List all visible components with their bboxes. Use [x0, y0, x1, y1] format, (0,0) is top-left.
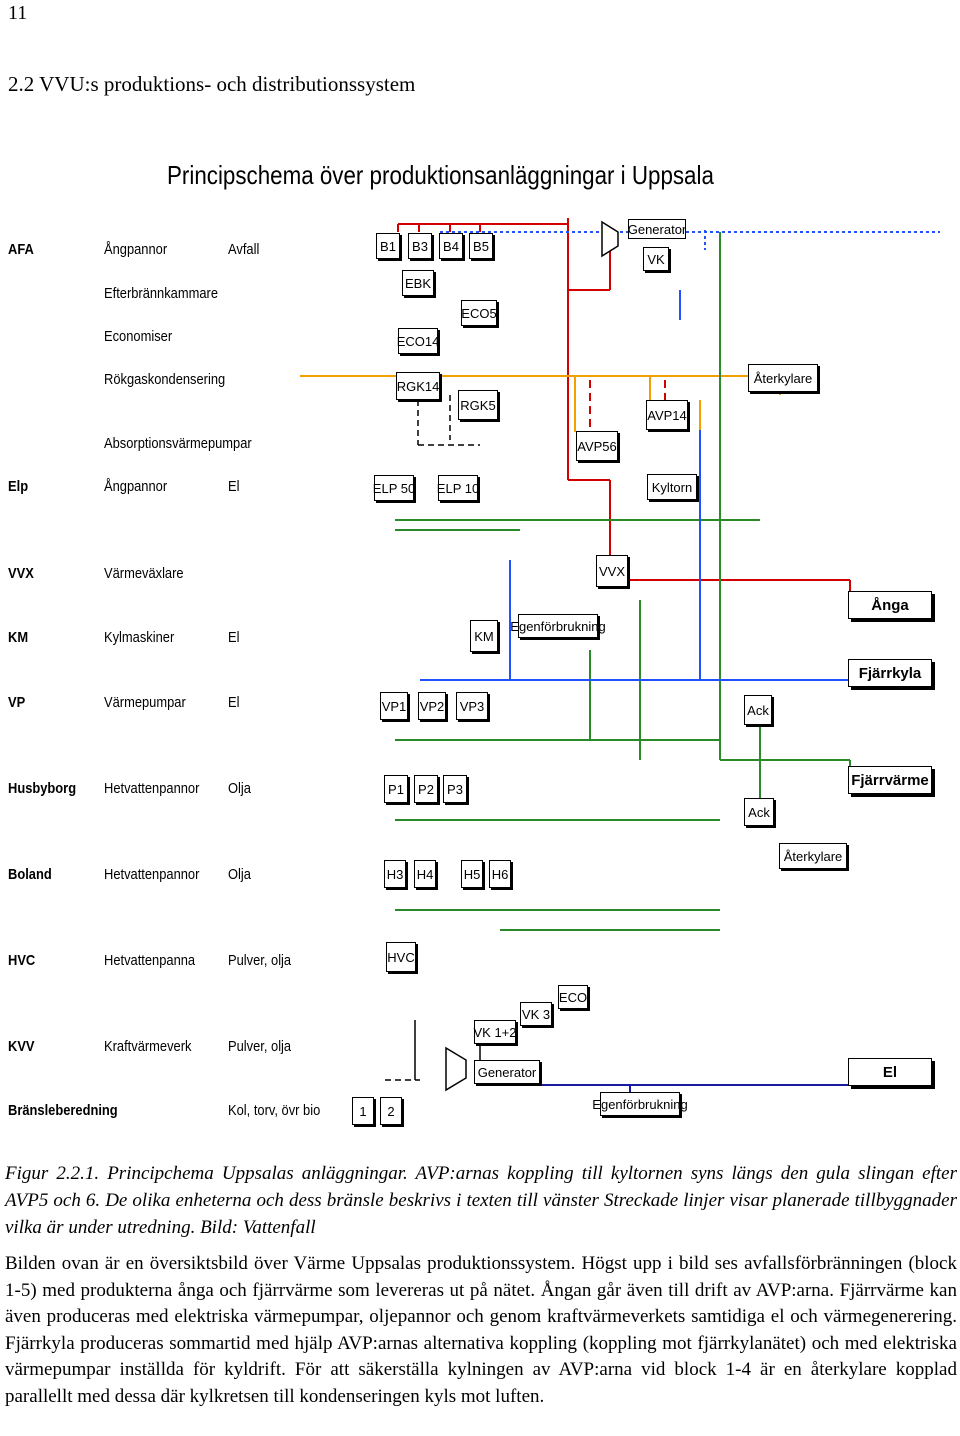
unit-hvc: HVC	[386, 942, 416, 972]
unit-vp3: VP3	[456, 692, 488, 720]
diagram-title: Principschema över produktionsanläggning…	[167, 160, 714, 190]
unit-egenforbrukning-mid: Egenförbrukning	[510, 614, 606, 638]
unit-ack-vp: Ack	[744, 695, 772, 725]
unit-b4: B4	[439, 233, 463, 259]
row-label-husbyborg: Husbyborg	[8, 780, 77, 797]
row-label-bransleberedning: Bränsleberedning	[8, 1102, 118, 1119]
unit-avp14: AVP14	[646, 400, 688, 430]
row-fuel-boland: Olja	[228, 866, 251, 883]
unit-b3: B3	[408, 233, 432, 259]
figure-caption: Figur 2.2.1. Principchema Uppsalas anläg…	[5, 1163, 957, 1238]
row-fuel-elp: El	[228, 478, 240, 495]
output-fjarrkyla: Fjärrkyla	[848, 659, 932, 687]
row-label-hvc: HVC	[8, 952, 36, 969]
unit-p1: P1	[384, 775, 408, 803]
unit-km: KM	[470, 620, 498, 652]
output-el: El	[848, 1058, 932, 1086]
row-label-vvx: VVX	[8, 565, 34, 582]
unit-h3: H3	[384, 860, 406, 888]
row-desc-vvx: Värmeväxlare	[104, 565, 184, 582]
row-label-afa: AFA	[8, 241, 34, 258]
row-label-kvv: KVV	[8, 1038, 35, 1055]
output-anga: Ånga	[848, 591, 932, 619]
unit-ebk: EBK	[402, 270, 434, 296]
row-desc-absorptionsvarmepumpar: Absorptionsvärmepumpar	[104, 435, 252, 452]
unit-vp2: VP2	[418, 692, 446, 720]
turbine-kvv-icon	[445, 1046, 467, 1092]
page-number: 11	[8, 2, 28, 24]
unit-vk: VK	[643, 247, 669, 271]
row-fuel-km: El	[228, 629, 240, 646]
unit-ack-husbyborg: Ack	[744, 798, 774, 826]
row-desc-hvc: Hetvattenpanna	[104, 952, 196, 969]
row-desc-elp: Ångpannor	[104, 478, 168, 495]
turbine-top-icon	[601, 220, 619, 258]
unit-vk3: VK 3	[520, 1002, 552, 1026]
row-desc-efterbrannkammare: Efterbrännkammare	[104, 285, 219, 302]
unit-vvx: VVX	[596, 555, 628, 587]
row-fuel-vp: El	[228, 694, 240, 711]
unit-eco14: ECO14	[397, 328, 439, 354]
unit-elp50: ELP 50	[373, 475, 415, 501]
unit-vk12: VK 1+2	[474, 1020, 517, 1044]
row-fuel-afa: Avfall	[228, 241, 260, 258]
unit-h4: H4	[414, 860, 436, 888]
row-desc-economiser: Economiser	[104, 328, 173, 345]
output-fjarrvarme: Fjärrvärme	[848, 766, 932, 794]
unit-kyltorn: Kyltorn	[647, 474, 697, 500]
unit-h5: H5	[461, 860, 483, 888]
section-title: 2.2 VVU:s produktions- och distributions…	[8, 72, 416, 96]
row-desc-afa: Ångpannor	[104, 241, 168, 258]
unit-b5: B5	[469, 233, 493, 259]
row-desc-km: Kylmaskiner	[104, 629, 175, 646]
unit-avp56: AVP56	[576, 431, 618, 461]
row-fuel-hvc: Pulver, olja	[228, 952, 292, 969]
unit-1: 1	[352, 1097, 374, 1125]
row-fuel-bransleberedning: Kol, torv, övr bio	[228, 1102, 321, 1119]
unit-generator-top: Generator	[628, 219, 686, 239]
unit-2: 2	[380, 1097, 402, 1125]
row-desc-vp: Värmepumpar	[104, 694, 186, 711]
unit-generator-kvv: Generator	[474, 1060, 540, 1084]
unit-aterkylare-boland: Återkylare	[779, 843, 847, 869]
unit-egenforbrukning-bottom: Egenförbrukning	[592, 1092, 688, 1116]
row-label-boland: Boland	[8, 866, 52, 883]
unit-rgk14: RGK14	[396, 372, 440, 400]
unit-eco5: ECO5	[461, 300, 497, 326]
unit-vp1: VP1	[380, 692, 408, 720]
row-desc-rokgaskondensering: Rökgaskondensering	[104, 371, 226, 388]
unit-rgk5: RGK5	[458, 390, 498, 420]
row-label-km: KM	[8, 629, 29, 646]
body-paragraph: Bilden ovan är en översiktsbild över Vär…	[5, 1253, 957, 1407]
unit-elp10: ELP 10	[437, 475, 479, 501]
unit-aterkylare-top: Återkylare	[748, 364, 818, 392]
row-label-elp: Elp	[8, 478, 29, 495]
row-desc-boland: Hetvattenpannor	[104, 866, 200, 883]
unit-h6: H6	[489, 860, 511, 888]
row-desc-husbyborg: Hetvattenpannor	[104, 780, 200, 797]
unit-p3: P3	[443, 775, 467, 803]
row-label-vp: VP	[8, 694, 26, 711]
row-fuel-kvv: Pulver, olja	[228, 1038, 292, 1055]
unit-p2: P2	[414, 775, 438, 803]
unit-b1: B1	[376, 233, 400, 259]
unit-eco-kvv: ECO	[558, 985, 588, 1009]
row-desc-kvv: Kraftvärmeverk	[104, 1038, 192, 1055]
row-fuel-husbyborg: Olja	[228, 780, 251, 797]
